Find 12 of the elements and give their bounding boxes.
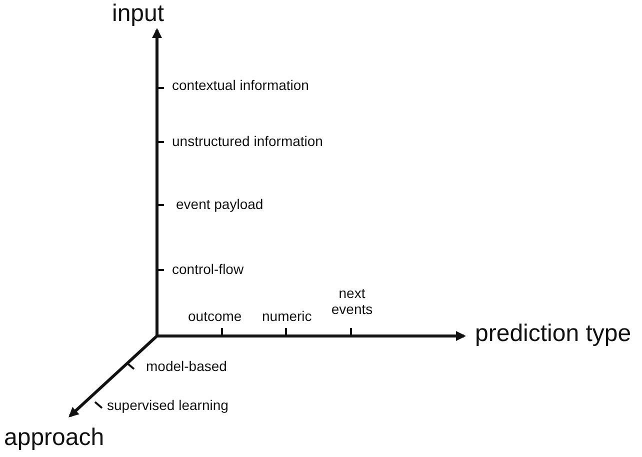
axis-title: prediction type bbox=[475, 320, 632, 348]
tick-label: control-flow bbox=[172, 261, 244, 278]
tick-label: next events bbox=[330, 285, 374, 318]
tick-label: unstructured information bbox=[172, 133, 323, 150]
axis-title: input bbox=[112, 0, 164, 28]
tick-label: model-based bbox=[146, 358, 227, 374]
tick-label: supervised learning bbox=[107, 397, 228, 414]
tick-label: numeric bbox=[262, 308, 312, 324]
tick-label: event payload bbox=[176, 196, 264, 212]
tick-label: contextual information bbox=[172, 77, 309, 94]
tick-label: outcome bbox=[188, 308, 242, 324]
axis-title: approach bbox=[4, 424, 104, 452]
